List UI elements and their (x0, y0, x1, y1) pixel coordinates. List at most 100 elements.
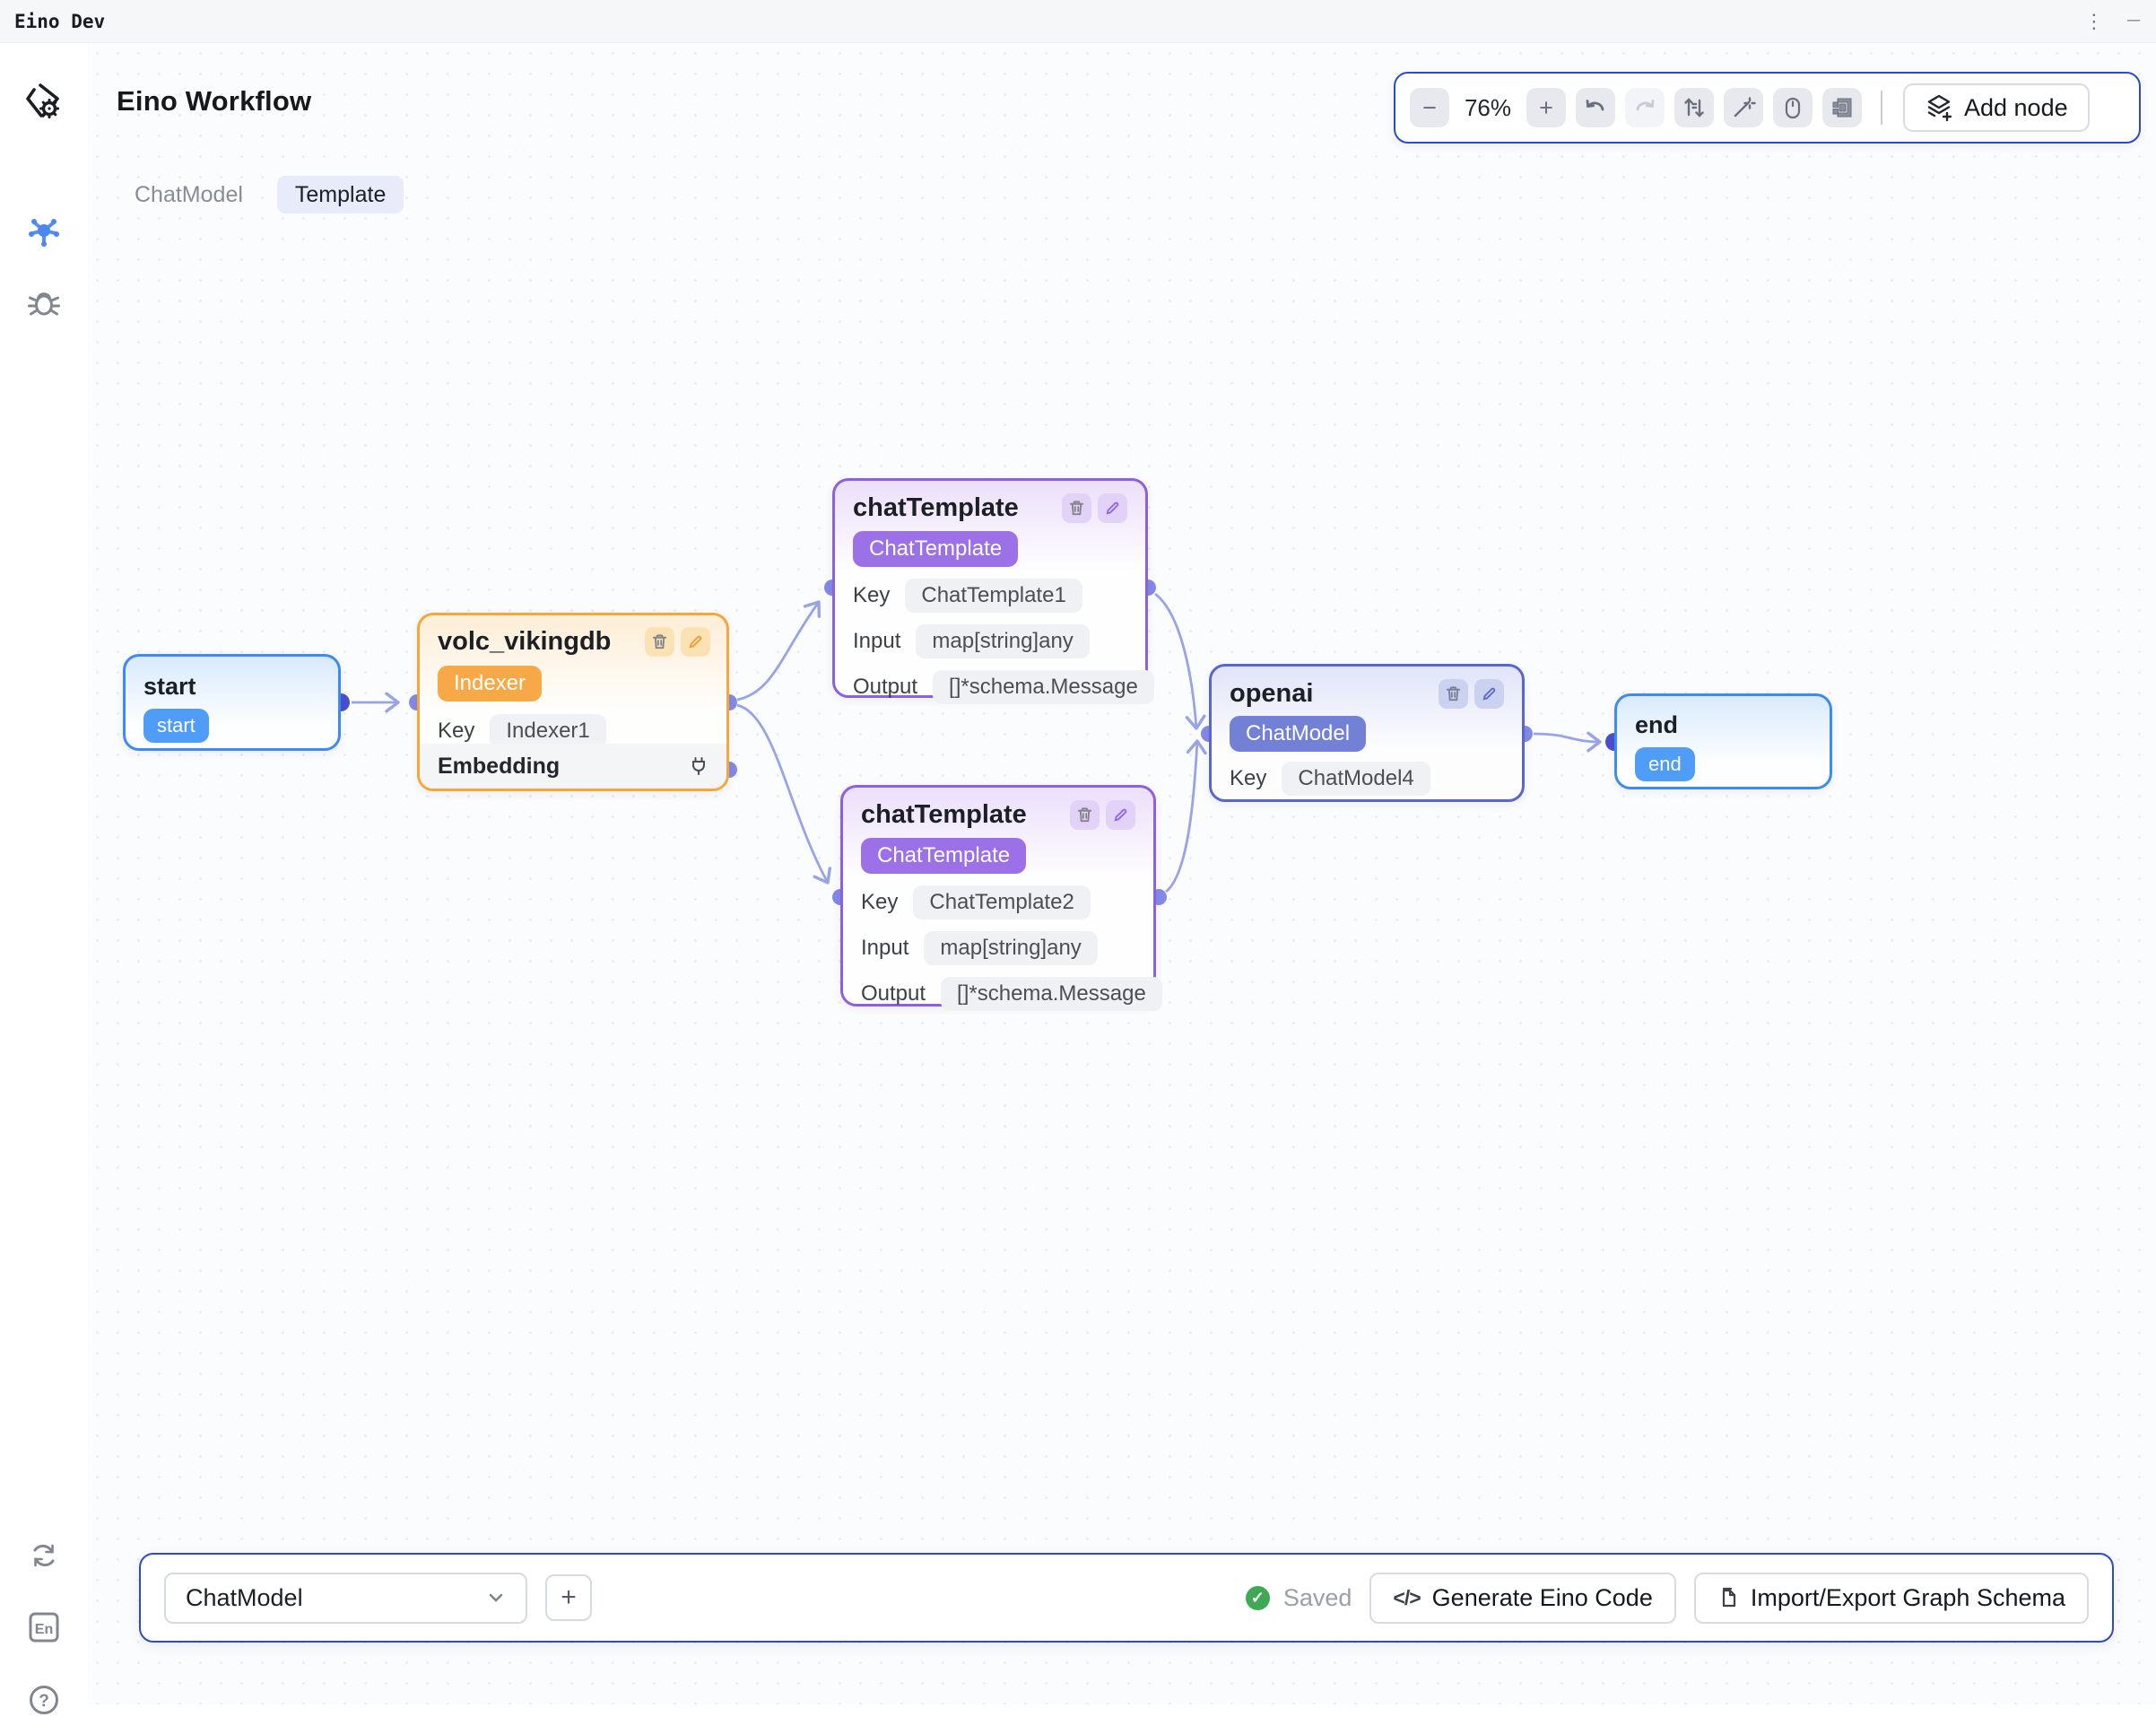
node-type-badge: end (1635, 747, 1695, 781)
window-minimize-icon[interactable]: ─ (2127, 11, 2140, 31)
embedding-section[interactable]: Embedding (420, 744, 726, 789)
trash-icon (1068, 500, 1085, 517)
node-type-select[interactable]: ChatModel (164, 1573, 527, 1624)
edit-node-button[interactable] (1098, 493, 1127, 523)
sidebar-item-debug[interactable] (0, 285, 87, 319)
left-sidebar: En ? (0, 43, 87, 1704)
delete-node-button[interactable] (1062, 493, 1091, 523)
output-value: []*schema.Message (941, 977, 1162, 1011)
window-menu-icon[interactable]: ⋮ (2084, 12, 2104, 31)
node-volc-vikingdb[interactable]: volc_vikingdb Indexer Key Indexer1 Embe (417, 613, 729, 791)
generate-code-button[interactable]: </> Generate Eino Code (1369, 1573, 1675, 1624)
auto-layout-icon (1682, 95, 1707, 120)
node-title: start (143, 673, 338, 701)
node-type-badge: ChatTemplate (861, 838, 1026, 874)
zoom-in-button[interactable]: + (1526, 88, 1566, 127)
minimap-button[interactable] (1822, 88, 1862, 127)
add-node-icon (1925, 93, 1953, 122)
window-title: Eino Dev (14, 11, 105, 32)
import-export-label: Import/Export Graph Schema (1751, 1584, 2065, 1612)
plus-icon: + (561, 1582, 577, 1613)
delete-node-button[interactable] (1439, 679, 1468, 709)
add-node-type-button[interactable]: + (545, 1574, 592, 1621)
undo-icon (1584, 96, 1607, 119)
minus-icon: − (1422, 94, 1437, 122)
undo-button[interactable] (1576, 88, 1615, 127)
redo-button[interactable] (1625, 88, 1665, 127)
minimap-icon (1830, 95, 1855, 120)
node-chattemplate-2[interactable]: chatTemplate ChatTemplate Key ChatTempla… (840, 785, 1156, 1007)
workflow-tabs: ChatModel Template (117, 176, 404, 214)
embedding-label: Embedding (438, 754, 560, 780)
node-title: end (1635, 711, 1830, 739)
key-value: ChatTemplate1 (905, 579, 1082, 613)
refresh-icon (28, 1539, 60, 1572)
node-openai[interactable]: openai ChatModel Key ChatModel4 (1209, 664, 1525, 802)
saved-label: Saved (1283, 1584, 1352, 1612)
mouse-settings-button[interactable] (1773, 88, 1813, 127)
bug-icon (27, 285, 61, 319)
pencil-icon (1481, 685, 1498, 702)
delete-node-button[interactable] (645, 627, 674, 657)
trash-icon (651, 633, 668, 650)
help-icon: ? (27, 1683, 61, 1717)
sidebar-item-workflow[interactable] (0, 214, 87, 248)
plug-icon (689, 756, 709, 776)
add-node-label: Add node (1964, 94, 2068, 122)
pencil-icon (1104, 500, 1121, 517)
sidebar-refresh-button[interactable] (0, 1539, 87, 1572)
key-value: ChatTemplate2 (913, 885, 1090, 920)
mouse-icon (1781, 96, 1804, 119)
key-label: Key (861, 890, 898, 915)
add-node-button[interactable]: Add node (1903, 83, 2090, 132)
zoom-out-button[interactable]: − (1410, 88, 1449, 127)
auto-layout-button[interactable] (1674, 88, 1714, 127)
node-type-badge: ChatTemplate (853, 531, 1018, 567)
redo-icon (1633, 96, 1656, 119)
sidebar-language-button[interactable]: En (0, 1610, 87, 1644)
page-title: Eino Workflow (117, 85, 311, 118)
graph-network-icon (27, 214, 61, 248)
window-titlebar: Eino Dev ⋮ ─ (0, 0, 2156, 43)
tab-template[interactable]: Template (277, 176, 404, 214)
zoom-level: 76% (1459, 94, 1517, 122)
plus-icon: + (1539, 94, 1553, 122)
key-value: ChatModel4 (1282, 762, 1430, 796)
save-status: ✓ Saved (1246, 1584, 1352, 1612)
edit-node-button[interactable] (1474, 679, 1504, 709)
trash-icon (1445, 685, 1462, 702)
node-title: chatTemplate (861, 800, 1027, 830)
saved-check-icon: ✓ (1246, 1586, 1270, 1610)
node-start[interactable]: start start (123, 654, 341, 751)
sidebar-help-button[interactable]: ? (0, 1683, 87, 1717)
edit-node-button[interactable] (681, 627, 710, 657)
bottom-action-bar: ChatModel + ✓ Saved </> Generate Eino Co… (139, 1553, 2114, 1643)
node-chattemplate-1[interactable]: chatTemplate ChatTemplate Key ChatTempla… (832, 478, 1148, 698)
node-end[interactable]: end end (1614, 693, 1832, 789)
toolbar-divider (1881, 91, 1882, 125)
node-type-badge: start (143, 709, 209, 743)
magic-wand-icon (1731, 95, 1756, 120)
delete-node-button[interactable] (1070, 800, 1100, 830)
pencil-icon (687, 633, 704, 650)
output-label: Output (861, 981, 926, 1007)
key-label: Key (1230, 766, 1266, 791)
node-title: volc_vikingdb (438, 627, 611, 657)
key-label: Key (853, 583, 890, 608)
edit-node-button[interactable] (1106, 800, 1135, 830)
input-label: Input (853, 629, 900, 654)
input-value: map[string]any (924, 931, 1097, 965)
generate-code-label: Generate Eino Code (1432, 1584, 1653, 1612)
input-label: Input (861, 936, 908, 961)
magic-wand-button[interactable] (1724, 88, 1763, 127)
import-export-button[interactable]: Import/Export Graph Schema (1694, 1573, 2089, 1624)
code-icon: </> (1393, 1586, 1420, 1610)
schema-file-icon (1717, 1586, 1739, 1609)
eino-logo-icon (22, 79, 66, 124)
svg-text:En: En (34, 1622, 52, 1637)
node-type-select-value: ChatModel (186, 1584, 303, 1612)
output-value: []*schema.Message (933, 670, 1154, 704)
tab-chatmodel[interactable]: ChatModel (117, 176, 261, 214)
app-logo (0, 79, 87, 124)
node-title: chatTemplate (853, 493, 1019, 523)
